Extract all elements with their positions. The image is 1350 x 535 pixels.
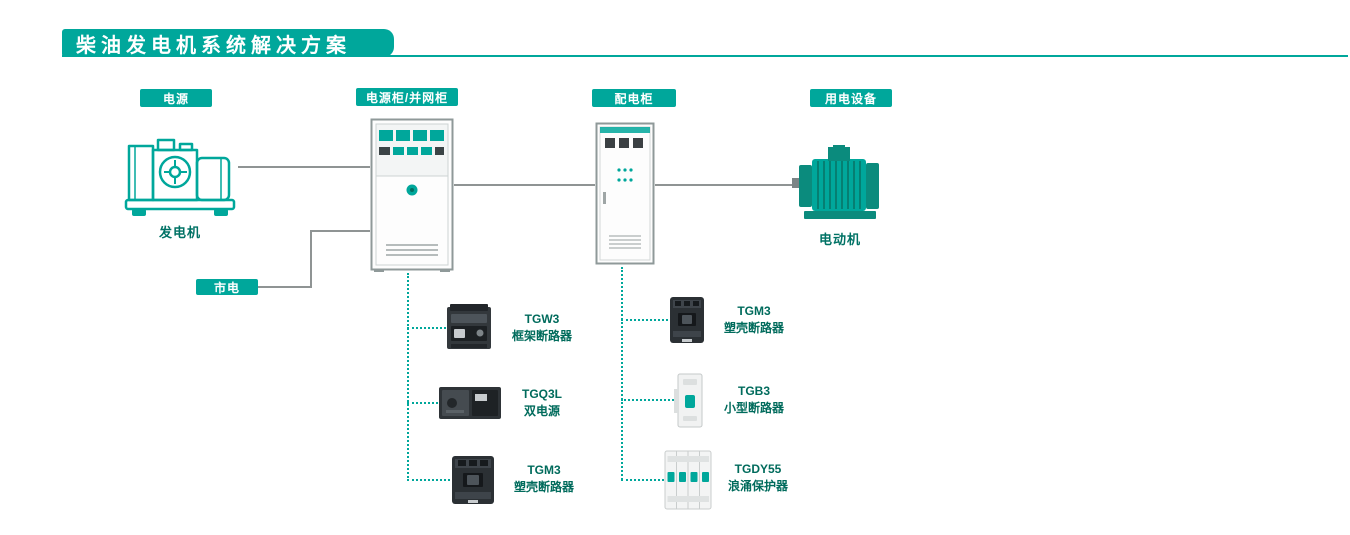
badge-mains: 市电 bbox=[196, 279, 258, 295]
product-model: TGM3 bbox=[737, 304, 771, 318]
distribution-cabinet-icon bbox=[595, 122, 655, 265]
dotted-trunk-distribution-cabinet bbox=[621, 267, 623, 480]
product-name: 小型断路器 bbox=[723, 401, 784, 415]
connector-mains-vertical bbox=[310, 230, 312, 288]
surge-protector-icon bbox=[664, 450, 712, 510]
tgm3-breaker-image-left bbox=[450, 454, 496, 511]
power-cabinet-illustration bbox=[370, 118, 454, 278]
generator-icon bbox=[124, 138, 236, 216]
title-underline bbox=[62, 55, 1348, 57]
motor-illustration bbox=[792, 145, 887, 228]
product-name: 塑壳断路器 bbox=[723, 321, 784, 335]
badge-distribution-cabinet: 配电柜 bbox=[592, 89, 676, 107]
product-model: TGM3 bbox=[527, 463, 561, 477]
tgw3-breaker-image bbox=[446, 303, 492, 356]
tgb3-breaker-image bbox=[674, 373, 706, 433]
product-model: TGW3 bbox=[524, 312, 560, 326]
miniature-breaker-icon bbox=[674, 373, 703, 428]
tgq3l-switch-image bbox=[438, 386, 502, 425]
connector-mains-horizontal-upper bbox=[310, 230, 370, 232]
air-circuit-breaker-icon bbox=[447, 304, 491, 349]
dotted-branch-tgm3-left bbox=[407, 479, 450, 481]
generator-illustration bbox=[120, 120, 240, 227]
dotted-branch-tgw3 bbox=[407, 327, 446, 329]
tgdy55-spd-image bbox=[664, 448, 712, 517]
product-model: TGQ3L bbox=[521, 387, 562, 401]
dotted-branch-tgq3l bbox=[407, 402, 438, 404]
caption-generator: 发电机 bbox=[158, 225, 201, 240]
connector-mains-horizontal-lower bbox=[258, 286, 312, 288]
dotted-branch-tgb3 bbox=[621, 399, 674, 401]
badge-power-cabinet: 电源柜/并网柜 bbox=[356, 88, 458, 106]
dotted-branch-tgm3-right bbox=[621, 319, 668, 321]
product-label-tgb3: TGB3 小型断路器 bbox=[712, 383, 796, 417]
connector-distribution-to-motor bbox=[655, 184, 792, 186]
product-label-tgq3l: TGQ3L 双电源 bbox=[500, 386, 584, 420]
tgm3-breaker-image-right bbox=[668, 295, 706, 350]
product-name: 浪涌保护器 bbox=[727, 479, 788, 493]
dotted-trunk-power-cabinet bbox=[407, 273, 409, 481]
product-name: 双电源 bbox=[523, 404, 560, 418]
connector-power-cabinet-to-distribution bbox=[454, 184, 595, 186]
molded-case-breaker-icon bbox=[670, 297, 704, 343]
dual-power-switch-icon bbox=[439, 387, 501, 419]
product-label-tgm3-right: TGM3 塑壳断路器 bbox=[712, 303, 796, 337]
product-label-tgm3-left: TGM3 塑壳断路器 bbox=[500, 462, 588, 496]
power-cabinet-icon bbox=[370, 118, 454, 272]
dotted-branch-tgdy55 bbox=[621, 479, 664, 481]
molded-case-breaker-icon bbox=[452, 456, 494, 504]
caption-motor: 电动机 bbox=[818, 232, 861, 247]
connector-generator-to-power-cabinet bbox=[238, 166, 370, 168]
product-label-tgdy55: TGDY55 浪涌保护器 bbox=[714, 461, 802, 495]
badge-power-source: 电源 bbox=[140, 89, 212, 107]
product-name: 框架断路器 bbox=[511, 329, 572, 343]
motor-icon bbox=[792, 145, 879, 219]
product-name: 塑壳断路器 bbox=[513, 480, 574, 494]
product-model: TGDY55 bbox=[734, 462, 782, 476]
distribution-cabinet-illustration bbox=[595, 122, 655, 272]
badge-electric-equipment: 用电设备 bbox=[810, 89, 892, 107]
product-label-tgw3: TGW3 框架断路器 bbox=[498, 311, 586, 345]
product-model: TGB3 bbox=[737, 384, 770, 398]
page-title: 柴油发电机系统解决方案 bbox=[62, 29, 394, 57]
